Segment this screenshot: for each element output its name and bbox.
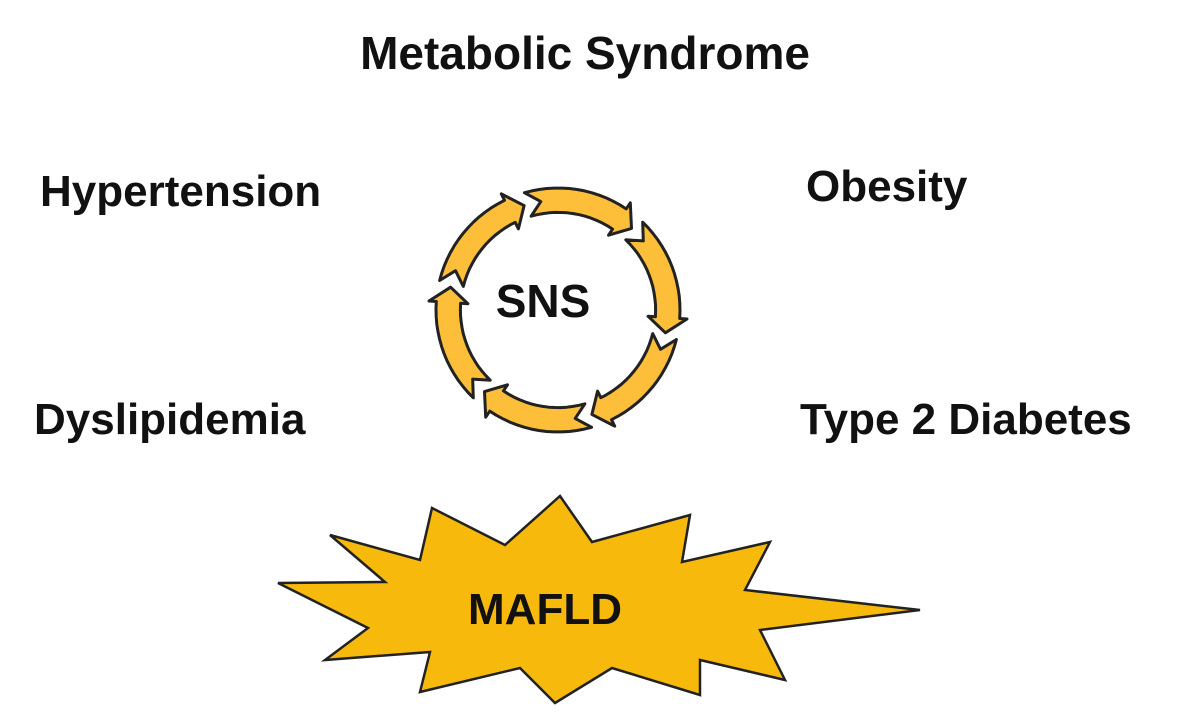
condition-obesity: Obesity <box>806 162 968 211</box>
cycle-arrow-6 <box>438 192 526 288</box>
diagram-title: Metabolic Syndrome <box>360 27 810 79</box>
condition-type-2-diabetes: Type 2 Diabetes <box>800 395 1132 444</box>
cycle-center-label: SNS <box>495 275 591 327</box>
mafld-label: MAFLD <box>468 585 622 634</box>
cycle-arrow-1 <box>522 186 633 237</box>
cycle-arrow-5 <box>427 285 492 400</box>
condition-hypertension: Hypertension <box>40 167 322 216</box>
condition-dyslipidemia: Dyslipidemia <box>34 395 306 444</box>
cycle-arrow-3 <box>590 332 678 428</box>
mafld-starburst <box>277 494 921 705</box>
cycle-arrow-4 <box>483 383 594 434</box>
cycle-arrows <box>427 186 689 434</box>
cycle-arrow-2 <box>624 220 689 335</box>
